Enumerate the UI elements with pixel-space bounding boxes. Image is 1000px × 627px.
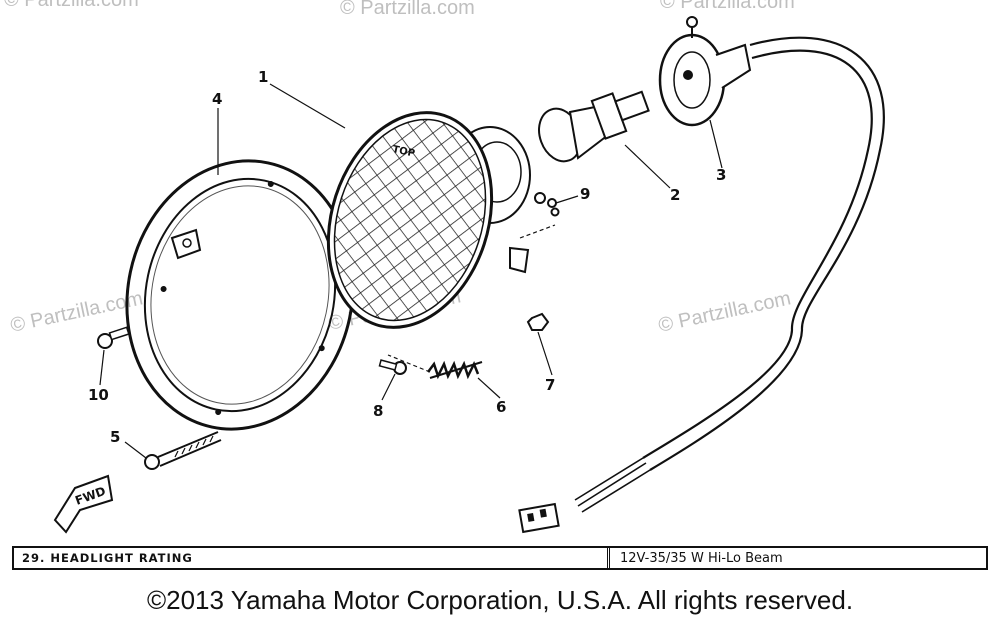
- socket: [658, 16, 752, 127]
- part-number-1: 1: [258, 68, 268, 86]
- cord: [518, 36, 885, 534]
- part-number-9: 9: [580, 185, 590, 203]
- nut: [526, 312, 550, 331]
- rim-tab: [170, 228, 202, 260]
- part-number-8: 8: [373, 402, 383, 420]
- part-number-10: 10: [88, 386, 109, 404]
- washer-set: [534, 192, 560, 217]
- rim-ring: [125, 159, 355, 431]
- bulb: [538, 90, 650, 163]
- headlight-unit: TOP: [326, 111, 531, 329]
- headlight-rating-value: 12V-35/35 W Hi-Lo Beam: [620, 550, 783, 566]
- rim-screw: [97, 326, 130, 349]
- headlight-rating-bar: 29. HEADLIGHT RATING 12V-35/35 W Hi-Lo B…: [12, 546, 988, 570]
- headlight-rating-label: 29. HEADLIGHT RATING: [14, 548, 610, 568]
- part-number-4: 4: [212, 90, 222, 108]
- part-labels: 1 2 3 4 5 6 7 8 9 10: [88, 68, 726, 446]
- fwd-arrow: FWD: [53, 474, 114, 534]
- spring: [427, 360, 483, 380]
- lens-top-text: TOP: [391, 144, 415, 159]
- part-number-7: 7: [545, 376, 555, 394]
- leader-lines: [99, 83, 723, 459]
- part-number-2: 2: [670, 186, 680, 204]
- watermark: © Partzilla.com: [656, 287, 792, 337]
- watermark: © Partzilla.com: [660, 0, 795, 13]
- long-screw: [144, 431, 222, 470]
- part-number-6: 6: [496, 398, 506, 416]
- adjust-screw: [378, 359, 407, 375]
- copyright-notice: ©2013 Yamaha Motor Corporation, U.S.A. A…: [146, 585, 854, 615]
- part-number-5: 5: [110, 428, 120, 446]
- part-number-3: 3: [716, 166, 726, 184]
- watermark: © Partzilla.com: [340, 0, 475, 19]
- watermark: © Partzilla.com: [4, 0, 139, 11]
